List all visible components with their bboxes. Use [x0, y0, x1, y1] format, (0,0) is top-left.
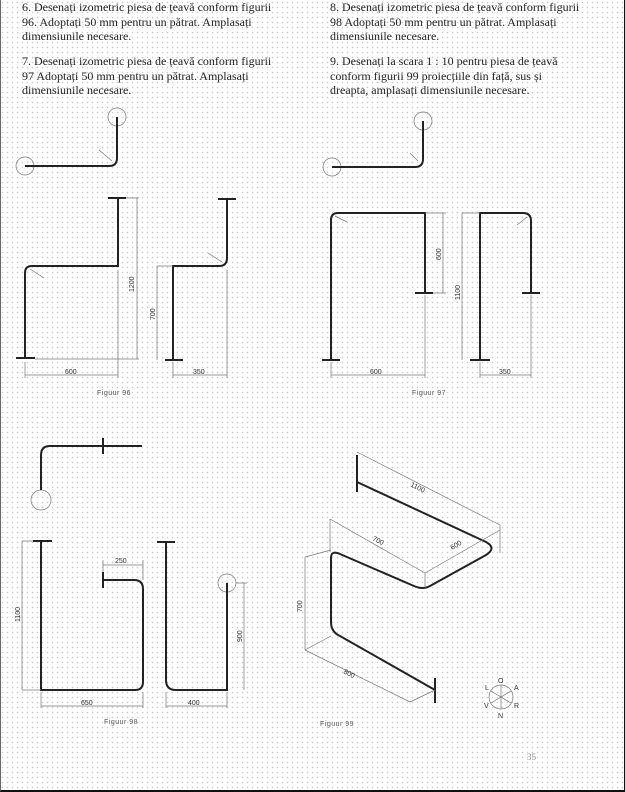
text-line: dreapta, amplasați dimensiunile necesare…: [330, 83, 530, 97]
dim-label: 250: [115, 558, 127, 565]
dim-label: 650: [81, 700, 93, 707]
compass-label: R: [514, 703, 519, 710]
dim-label: 600: [450, 540, 464, 552]
dim-label: 400: [188, 700, 200, 707]
top-view-pipe: [332, 121, 424, 168]
dim-label: 700: [297, 600, 304, 612]
dim-label: 800: [342, 669, 356, 681]
dimension-lines: [304, 451, 501, 703]
isometric-pipe: [330, 481, 493, 703]
figure-caption: Figuur 97: [412, 390, 446, 397]
figure-99: 1100 700 600 700 800 O A R N V L Figuur …: [297, 451, 519, 728]
figure-caption: Figuur 99: [320, 721, 354, 728]
text-line: 96. Adoptați 50 mm pentru un pătrat. Amp…: [22, 14, 252, 29]
dimension-lines: [21, 540, 247, 708]
text-line: 7. Desenați izometric piesa de țeavă con…: [22, 54, 272, 68]
top-view-pipe: [40, 438, 142, 490]
dim-label: 1100: [455, 285, 462, 300]
dimension-lines: [24, 197, 228, 378]
figure-97: 600 600 1100 350 Figuur 97: [322, 111, 540, 397]
dim-label: 1100: [15, 607, 22, 622]
compass-label: L: [485, 685, 489, 692]
dim-label: 1200: [129, 276, 136, 292]
compass-label: N: [498, 713, 503, 720]
side-view-pipe: [157, 541, 228, 691]
dim-label: 900: [237, 630, 244, 642]
text-line: conform figurii 99 proiecțiile din față,…: [330, 68, 542, 83]
dim-label: 350: [193, 369, 205, 376]
front-view-pipe: [322, 212, 433, 361]
text-line: 9. Desenați la scara 1 : 10 pentru piesa…: [330, 54, 558, 68]
compass-label: A: [514, 685, 519, 692]
exercise-6: 6. Desenați izometric piesa de țeavă con…: [22, 0, 322, 44]
compass-label: O: [498, 678, 504, 685]
dim-label: 600: [436, 248, 443, 260]
dim-label: 600: [370, 369, 382, 376]
figure-caption: Figuur 96: [97, 390, 131, 397]
compass-label: V: [484, 703, 489, 710]
text-line: dimensiunile necesare.: [330, 29, 440, 43]
text-line: dimensiunile necesare.: [22, 29, 132, 43]
text-line: 6. Desenați izometric piesa de țeavă con…: [22, 0, 272, 14]
figure-caption: Figuur 98: [104, 719, 138, 726]
dimension-lines: [330, 212, 532, 378]
dim-label: 700: [371, 536, 385, 548]
compass-icon: O A R N V L: [484, 678, 519, 720]
text-line: dimensiunile necesare.: [22, 83, 132, 97]
front-view-pipe: [33, 540, 144, 691]
front-view-pipe: [16, 197, 126, 359]
exercise-9: 9. Desenați la scara 1 : 10 pentru piesa…: [330, 54, 625, 98]
exercise-7: 7. Desenați izometric piesa de țeavă con…: [22, 54, 322, 98]
side-view-pipe: [470, 212, 540, 361]
dim-label: 700: [150, 308, 157, 320]
exercise-8: 8. Desenați izometric piesa de țeavă con…: [330, 0, 625, 44]
side-view-pipe: [165, 198, 236, 361]
top-view-pipe: [25, 117, 118, 167]
dim-label: 1100: [409, 482, 426, 495]
figure-96: 1200 600 700 350 Figuur 96: [15, 107, 236, 397]
figure-98: 1100 250 650 900 400 Figuur 98: [15, 438, 247, 726]
page-number: 35: [527, 752, 536, 762]
dim-label: 350: [499, 369, 511, 376]
text-line: 97 Adoptați 50 mm pentru un pătrat. Ampl…: [22, 68, 249, 83]
text-line: 8. Desenați izometric piesa de țeavă con…: [330, 0, 580, 14]
text-line: 98 Adoptați 50 mm pentru un pătrat. Ampl…: [330, 14, 557, 29]
dim-label: 600: [65, 369, 77, 376]
